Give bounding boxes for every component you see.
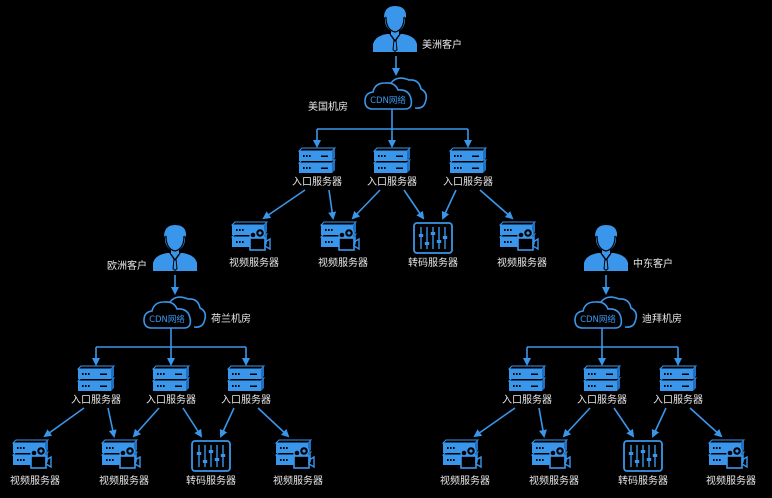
region-middle-east: 中东客户CDN网络迪拜机房入口服务器入口服务器入口服务器视频服务器视频服务器转码… [440, 225, 756, 487]
entry-to-backend-arrow [43, 407, 85, 438]
cdn-label: CDN网络 [580, 314, 616, 325]
entry-server-icon [151, 365, 191, 391]
entry-to-backend-arrow [651, 407, 667, 438]
entry-server-label: 入口服务器 [71, 393, 121, 406]
entry-server-label: 入口服务器 [443, 175, 493, 188]
entry-server-icon [297, 147, 337, 173]
video-server-icon [530, 439, 571, 469]
video-server-label: 视频服务器 [497, 256, 547, 269]
client-label: 美洲客户 [422, 38, 462, 51]
video-server-icon [11, 439, 52, 469]
video-server-label: 视频服务器 [529, 474, 579, 487]
entry-to-backend-arrow [479, 189, 514, 220]
cdn-cloud-icon: CDN网络 [574, 296, 638, 329]
entry-to-backend-arrow [473, 407, 516, 438]
entry-to-backend-arrow [613, 407, 635, 438]
entry-to-backend-arrow [351, 189, 381, 220]
entry-server-label: 入口服务器 [653, 393, 703, 406]
video-server-label: 视频服务器 [99, 474, 149, 487]
entry-server-icon [372, 147, 412, 173]
entry-to-backend-arrow [441, 189, 457, 220]
entry-to-backend-arrow [182, 407, 203, 438]
entry-to-backend-arrow [132, 407, 160, 438]
cdn-cloud-icon: CDN网络 [364, 77, 428, 110]
video-server-icon [498, 221, 539, 251]
cdn-cloud-icon: CDN网络 [143, 296, 207, 329]
video-server-label: 视频服务器 [10, 474, 60, 487]
entry-server-icon [582, 365, 622, 391]
client-user-icon [584, 225, 628, 271]
entry-server-icon [658, 365, 698, 391]
video-server-icon [441, 439, 482, 469]
client-label: 欧洲客户 [107, 259, 147, 272]
entry-to-backend-arrow [403, 189, 425, 220]
region-europe: 欧洲客户CDN网络荷兰机房入口服务器入口服务器入口服务器视频服务器视频服务器转码… [10, 225, 323, 487]
video-server-icon [100, 439, 141, 469]
video-server-icon [274, 439, 315, 469]
video-server-label: 视频服务器 [229, 256, 279, 269]
entry-server-icon [76, 365, 116, 391]
transcode-server-icon [413, 222, 453, 254]
entry-to-backend-arrow [689, 407, 723, 438]
client-user-icon [153, 225, 197, 271]
entry-to-backend-arrow [107, 407, 117, 438]
transcode-server-label: 转码服务器 [186, 474, 236, 487]
entry-server-label: 入口服务器 [367, 175, 417, 188]
video-server-label: 视频服务器 [706, 474, 756, 487]
transcode-server-label: 转码服务器 [618, 474, 668, 487]
datacenter-label: 迪拜机房 [642, 312, 682, 325]
entry-server-label: 入口服务器 [502, 393, 552, 406]
entry-server-icon [507, 365, 547, 391]
entry-to-backend-arrow [262, 189, 306, 220]
video-server-icon [707, 439, 748, 469]
datacenter-label: 美国机房 [308, 100, 348, 113]
cdn-label: CDN网络 [149, 314, 185, 325]
datacenter-label: 荷兰机房 [211, 312, 251, 325]
entry-server-label: 入口服务器 [221, 393, 271, 406]
transcode-server-icon [191, 440, 231, 472]
entry-server-label: 入口服务器 [146, 393, 196, 406]
entry-server-label: 入口服务器 [292, 175, 342, 188]
entry-to-backend-arrow [562, 407, 591, 438]
entry-server-label: 入口服务器 [577, 393, 627, 406]
client-user-icon [373, 6, 417, 52]
cdn-label: CDN网络 [370, 95, 406, 106]
entry-to-backend-arrow [219, 407, 235, 438]
entry-to-backend-arrow [257, 407, 290, 438]
transcode-server-icon [623, 440, 663, 472]
video-server-label: 视频服务器 [273, 474, 323, 487]
video-server-label: 视频服务器 [440, 474, 490, 487]
entry-server-icon [448, 147, 488, 173]
entry-to-backend-arrow [328, 189, 337, 220]
video-server-icon [230, 221, 271, 251]
video-server-label: 视频服务器 [318, 256, 368, 269]
transcode-server-label: 转码服务器 [408, 256, 458, 269]
client-label: 中东客户 [633, 257, 673, 270]
entry-to-backend-arrow [538, 407, 547, 438]
video-server-icon [319, 221, 360, 251]
entry-server-icon [226, 365, 266, 391]
